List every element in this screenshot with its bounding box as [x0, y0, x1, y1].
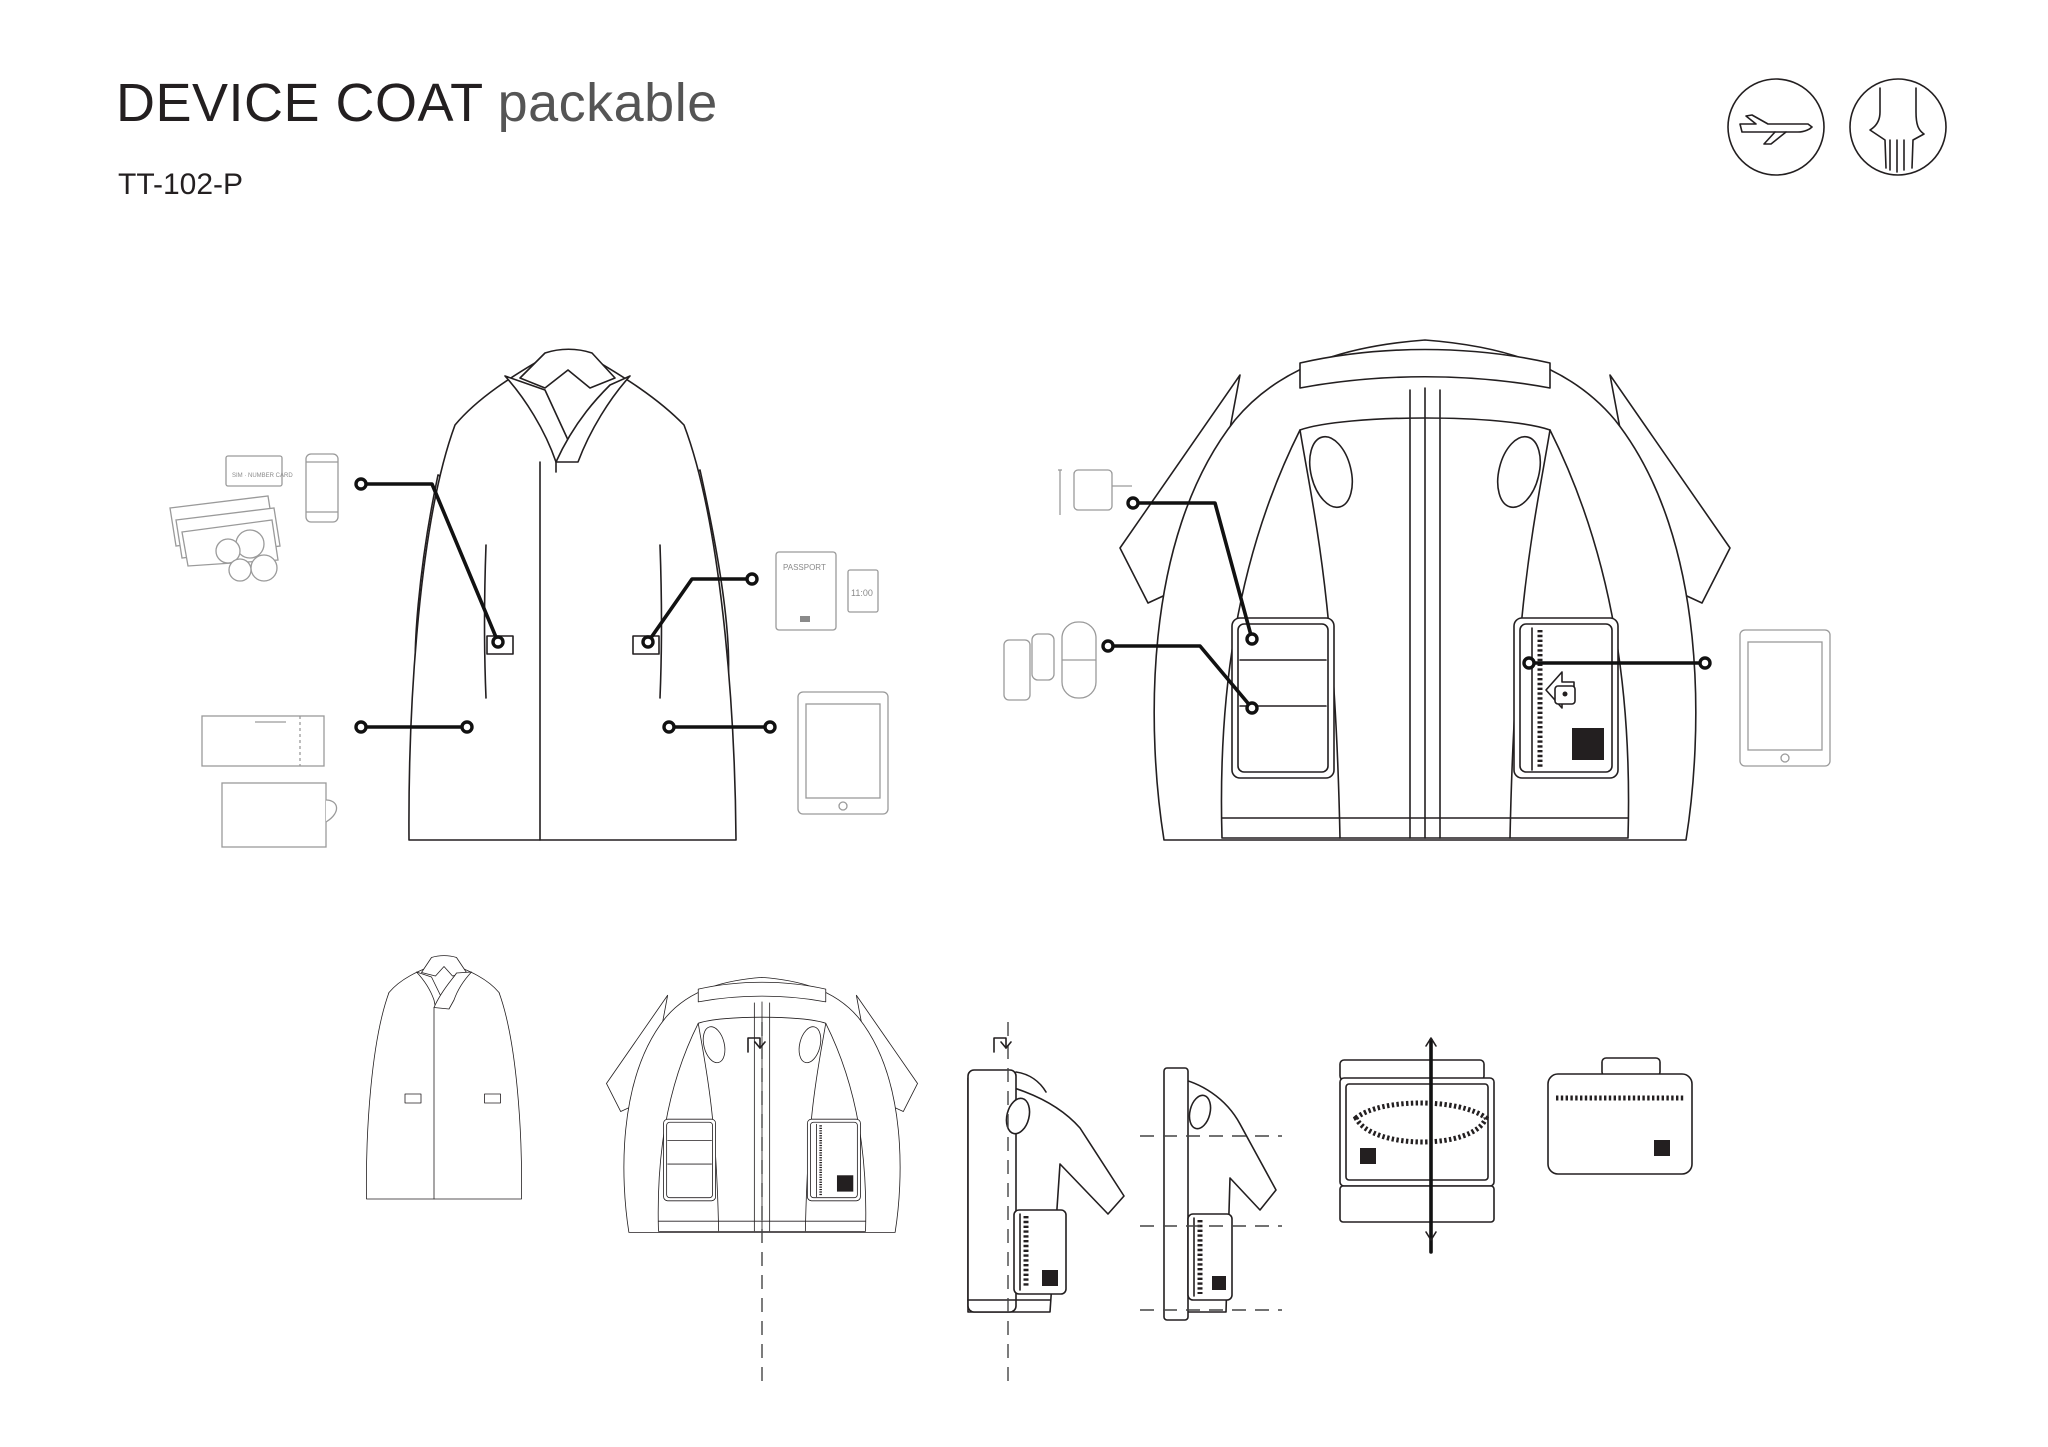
model-number: TT-102-P: [118, 168, 244, 201]
ticket-and-pouch-items: [201, 715, 338, 848]
fold-step-6-pouch-packed: [1547, 1057, 1693, 1175]
fold-arrow-2: [993, 1037, 1007, 1053]
airplane-icon: [1727, 78, 1825, 176]
fold-step-4-strip: [1163, 1067, 1277, 1321]
product-variant: packable: [497, 73, 718, 133]
fold-arrow-2-head: [1000, 1041, 1012, 1049]
hand-icon: [1849, 78, 1947, 176]
fold-step-5-pouch-open: [1339, 1037, 1495, 1254]
tablet-item: [1739, 629, 1831, 767]
inside-coat-open: [1120, 340, 1730, 840]
fold-arrow-1-head: [754, 1041, 766, 1049]
security-lock-arrow: [1545, 671, 1576, 709]
product-name: DEVICE COAT: [116, 73, 484, 133]
fold-step-3-half: [967, 1069, 1125, 1313]
passport-label: PASSPORT: [783, 563, 826, 572]
passport-and-tablet-items: PASSPORT 11:00: [775, 551, 889, 815]
keys-and-wifi-items: [1003, 621, 1097, 701]
charger-item: [1058, 469, 1132, 515]
fold-arrow-1: [747, 1037, 761, 1053]
clock-label: 11:00: [851, 588, 873, 598]
card-and-coins-items: SIM · NUMBER CARD: [169, 453, 339, 582]
fold-step-1-coat: [365, 955, 523, 1200]
outside-coat-front: [408, 348, 737, 841]
outside-leaders: [354, 477, 777, 734]
sim-card-label: SIM · NUMBER CARD: [232, 473, 293, 479]
inside-leaders: [1101, 496, 1712, 715]
